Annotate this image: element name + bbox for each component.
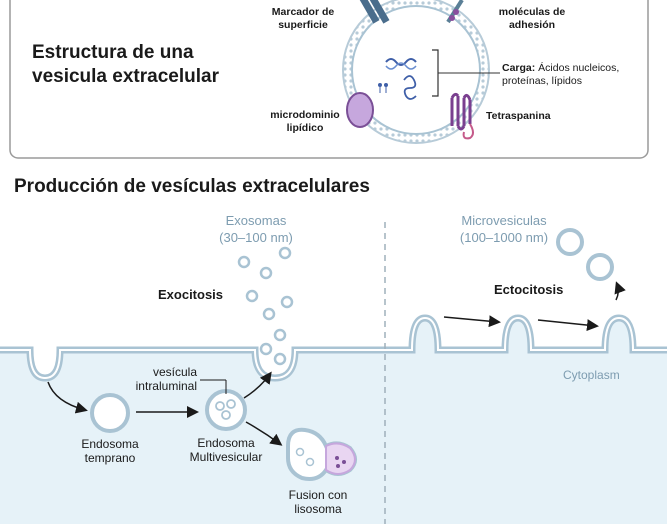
adhesion-label-2: adhesión — [509, 19, 555, 31]
ectocytosis-label: Ectocitosis — [494, 282, 563, 297]
early-endosome-label-2: temprano — [85, 451, 136, 465]
vesicle-lumen — [351, 5, 481, 135]
intraluminal-label-2: intraluminal — [136, 379, 197, 393]
structure-title-line1: Estructura de una — [32, 42, 194, 63]
ectocytosis-arrow-1 — [443, 315, 501, 328]
exosomes-label: Exosomas — [226, 213, 287, 228]
lipid-icon — [378, 83, 388, 93]
microdomain-label-1: microdominio — [270, 109, 339, 121]
extracellular-vesicle — [342, 0, 500, 144]
surface-marker-label-2: superficie — [278, 19, 328, 31]
tetraspanin-label: Tetraspanina — [486, 110, 551, 122]
cytoplasm-area — [0, 318, 667, 524]
microvesicle-particles — [556, 228, 614, 281]
lysosome-label-1: Fusion con — [289, 488, 348, 502]
lysosome-fusion-icon — [286, 427, 357, 481]
early-endosome — [90, 393, 130, 433]
nucleic-acid-icon — [385, 58, 417, 66]
lipid-microdomain-icon — [346, 92, 374, 128]
structure-title-line2: vesicula extracelular — [32, 66, 220, 87]
intraluminal-label-1: vesícula — [153, 365, 197, 379]
ectocytosis-arrow-2 — [537, 319, 599, 332]
cargo-label-2: proteínas, lípidos — [502, 75, 582, 87]
production-title: Producción de vesículas extracelulares — [14, 176, 370, 197]
multivesicular-endosome — [205, 389, 247, 431]
surface-marker-icon — [359, 0, 390, 24]
exocytosis-label: Exocitosis — [158, 287, 223, 302]
microvesicles-label: Microvesiculas — [461, 213, 547, 228]
to-exocytosis-arrow — [243, 371, 272, 399]
mve-label-2: Multivesicular — [190, 450, 263, 464]
structure-panel-frame — [9, 0, 649, 159]
cell — [0, 314, 667, 524]
early-endosome-label-1: Endosoma — [81, 437, 139, 451]
tetraspanin-icon — [450, 92, 474, 140]
microvesicles-size-label: (100–1000 nm) — [460, 230, 548, 245]
surface-marker-label-1: Marcador de — [272, 6, 335, 18]
exosomes-size-label: (30–100 nm) — [219, 230, 293, 245]
adhesion-molecule-icon — [446, 0, 464, 24]
adhesion-label-1: moléculas de — [499, 6, 566, 18]
structure-panel: Estructura de una vesicula extracelular — [9, 0, 649, 159]
endocytosis-arrow — [47, 381, 88, 414]
microdomain-label-2: lipídico — [287, 122, 324, 134]
exosome-particles — [237, 246, 294, 366]
lysosome-label-2: lisosoma — [294, 502, 342, 516]
release-arrow — [614, 281, 626, 301]
cargo-label-1: Carga: Ácidos nucleicos, — [502, 61, 619, 74]
cytoplasm-label: Cytoplasm — [563, 368, 620, 382]
protein-icon — [403, 75, 417, 100]
to-lysosome-arrow — [245, 421, 283, 446]
mve-label-1: Endosoma — [197, 436, 255, 450]
